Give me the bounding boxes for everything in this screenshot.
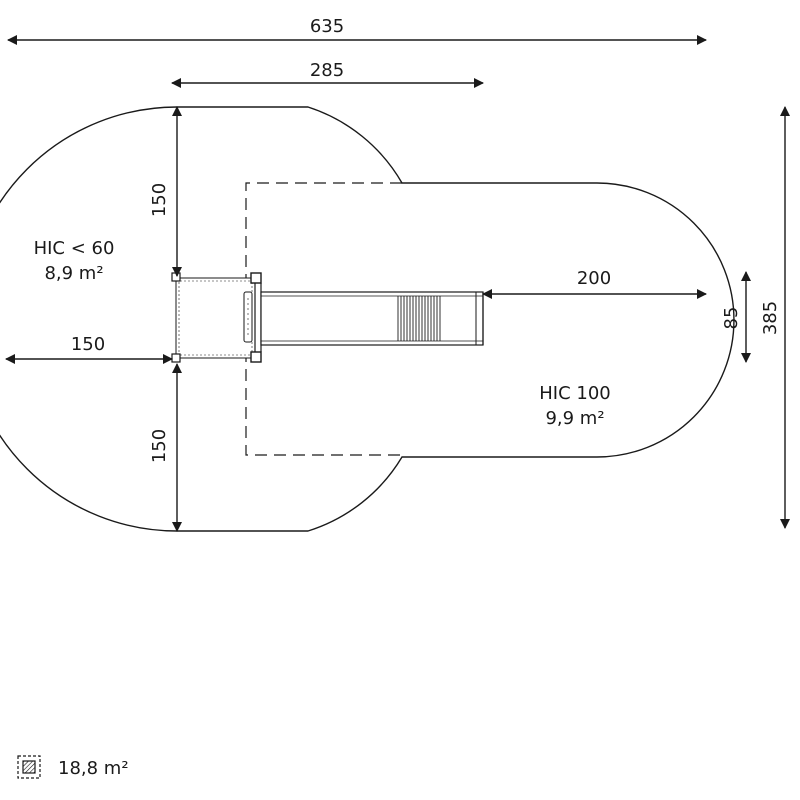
left-zone-hic-label: HIC < 60 <box>34 238 115 259</box>
left-clearance-label: 150 <box>71 334 105 355</box>
slide-hump-ribs <box>397 296 441 341</box>
total-depth-label: 385 <box>760 301 781 335</box>
right-zone-hic-label: HIC 100 <box>539 383 611 404</box>
top-clearance-label: 150 <box>149 183 170 217</box>
legend-total-area-label: 18,8 m² <box>58 758 129 779</box>
right-zone-area-label: 9,9 m² <box>545 408 604 429</box>
slide-length-label: 200 <box>577 268 611 289</box>
platform-width-label: 285 <box>310 60 344 81</box>
slide-width-label: 85 <box>721 307 742 330</box>
total-width-label: 635 <box>310 16 344 37</box>
hatched-square-icon <box>17 755 41 779</box>
platform <box>171 272 262 363</box>
dimension-lines <box>5 35 790 532</box>
safety-zone-outline <box>0 106 735 532</box>
bottom-clearance-label: 150 <box>149 429 170 463</box>
slide <box>260 291 484 346</box>
left-zone-area-label: 8,9 m² <box>44 263 103 284</box>
